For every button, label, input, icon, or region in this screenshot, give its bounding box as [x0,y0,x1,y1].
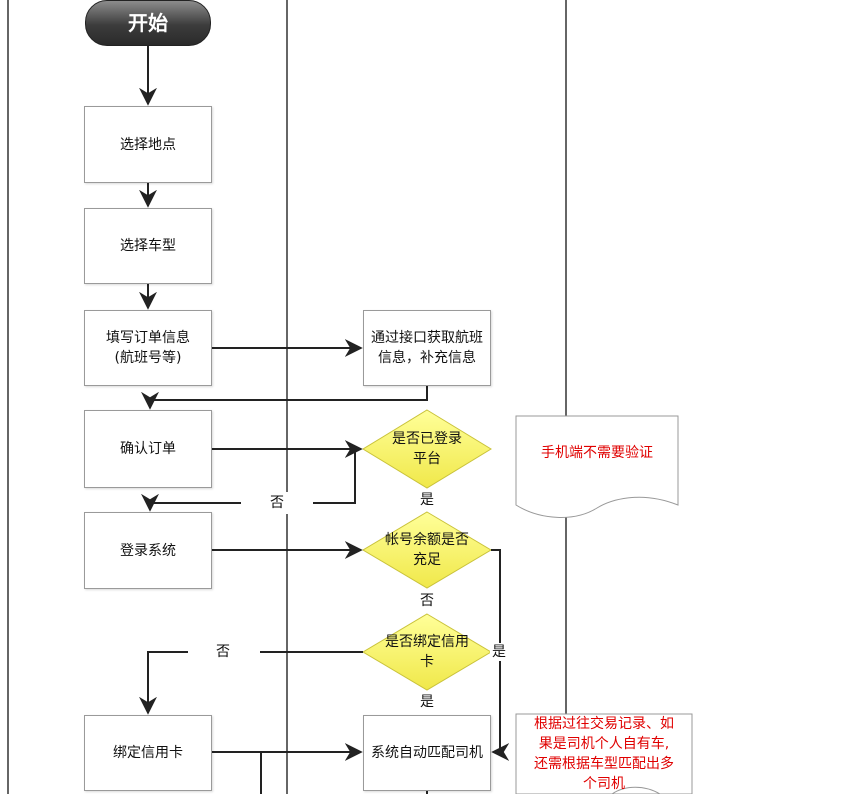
login-system-node: 登录系统 [84,512,212,589]
fetch-flight-node: 通过接口获取航班 信息，补充信息 [363,310,491,386]
auto-match-driver-node: 系统自动匹配司机 [363,715,491,791]
decision-credit-card-bound: 是否绑定信用 卡 [385,634,469,670]
label-no-balance: 否 [418,592,436,610]
note-match-rule: 根据过往交易记录、如 果是司机个人自有车, 还需根据车型匹配出多 个司机 [534,716,674,792]
label-yes-credit-card: 是 [418,693,436,711]
label-no-logged-in: 否 [268,494,286,512]
label-yes-balance: 是 [490,643,508,661]
edge-fetch-to-confirm [141,386,428,410]
bind-credit-card-node: 绑定信用卡 [84,715,212,791]
fill-order-node: 填写订单信息 (航班号等) [84,310,212,386]
decision-is-logged-in: 是否已登录 平台 [392,431,462,467]
note-mobile-no-verify: 手机端不需要验证 [541,445,653,461]
confirm-order-node: 确认订单 [84,410,212,488]
note-match-shape [515,713,693,794]
select-location-node: 选择地点 [84,106,212,183]
decision-balance-enough-shape [362,511,492,589]
label-yes-logged-in: 是 [418,491,436,509]
note-mobile-shape [515,415,679,518]
decision-credit-card-shape [362,613,492,691]
decision-is-logged-in-shape [362,409,492,489]
select-car-type-node: 选择车型 [84,208,212,284]
decision-balance-enough: 帐号余额是否 充足 [385,532,469,568]
note-match-curve [611,786,661,794]
label-no-credit-card: 否 [214,643,232,661]
edge-credit-no-to-bind [139,651,363,715]
start-node: 开始 [85,0,211,46]
